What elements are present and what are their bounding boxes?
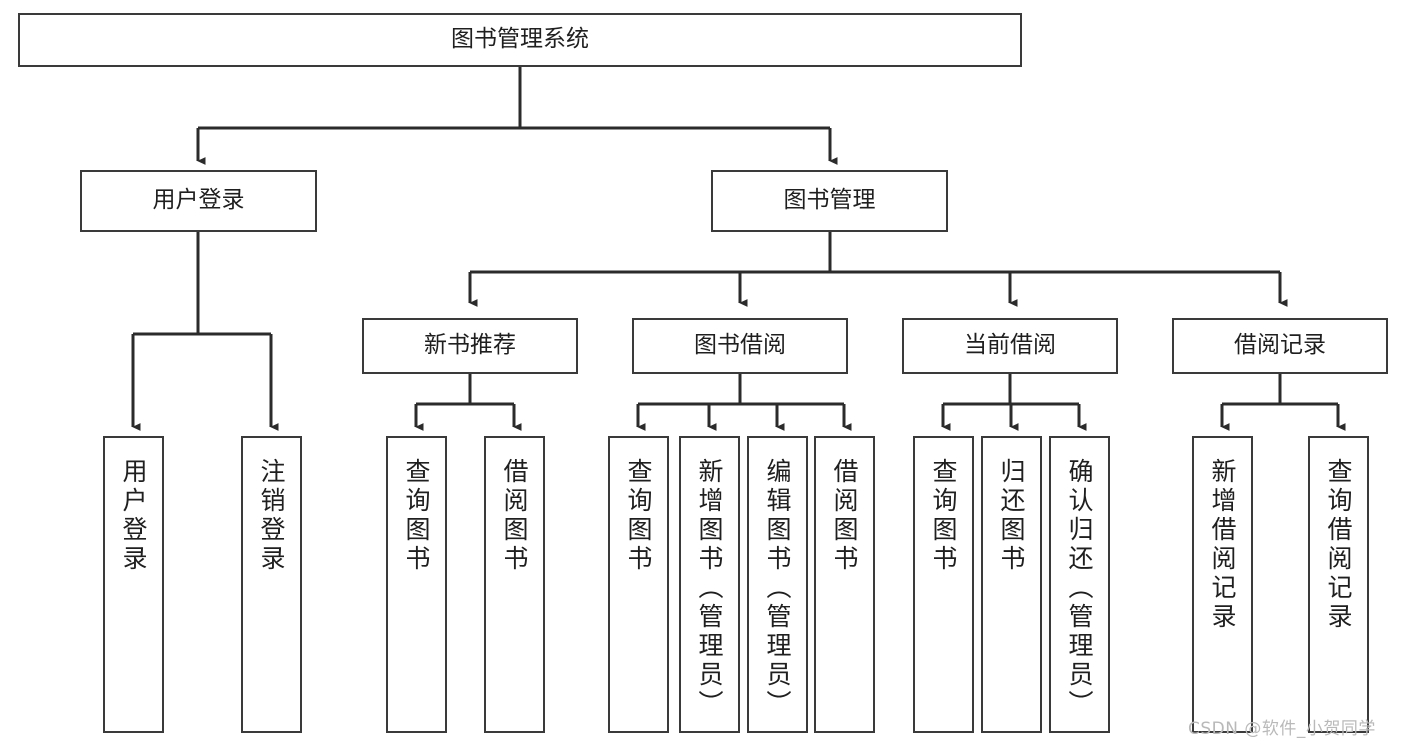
node-label: 查询图书 (402, 458, 431, 574)
node-label: 新增图书（管理员） (695, 458, 724, 719)
node-label: 图书借阅 (694, 332, 786, 359)
node-user-login[interactable]: 用户登录 (80, 170, 317, 232)
node-label: 借阅图书 (500, 458, 529, 574)
node-label: 新增借阅记录 (1208, 458, 1237, 632)
node-label: 查询借阅记录 (1324, 458, 1353, 632)
node-label: 确认归还（管理员） (1065, 458, 1094, 719)
node-root-system[interactable]: 图书管理系统 (18, 13, 1022, 67)
leaf-recommend-borrow-book[interactable]: 借阅图书 (484, 436, 545, 733)
leaf-borrow-borrow-book[interactable]: 借阅图书 (814, 436, 875, 733)
leaf-user-login-logout[interactable]: 注销登录 (241, 436, 302, 733)
leaf-user-login-login[interactable]: 用户登录 (103, 436, 164, 733)
node-label: 借阅记录 (1234, 332, 1326, 359)
node-label: 用户登录 (119, 458, 148, 574)
node-book-borrow[interactable]: 图书借阅 (632, 318, 848, 374)
leaf-current-return-book[interactable]: 归还图书 (981, 436, 1042, 733)
leaf-borrow-edit-book-admin[interactable]: 编辑图书（管理员） (747, 436, 808, 733)
node-label: 新书推荐 (424, 332, 516, 359)
node-label: 用户登录 (152, 187, 245, 214)
node-label: 借阅图书 (830, 458, 859, 574)
leaf-recommend-query-book[interactable]: 查询图书 (386, 436, 447, 733)
leaf-borrow-query-book[interactable]: 查询图书 (608, 436, 669, 733)
node-label: 归还图书 (997, 458, 1026, 574)
node-borrow-record[interactable]: 借阅记录 (1172, 318, 1388, 374)
node-label: 编辑图书（管理员） (763, 458, 792, 719)
node-label: 查询图书 (624, 458, 653, 574)
leaf-borrow-add-book-admin[interactable]: 新增图书（管理员） (679, 436, 740, 733)
node-label: 查询图书 (929, 458, 958, 574)
node-label: 图书管理系统 (451, 26, 589, 53)
leaf-current-confirm-return-admin[interactable]: 确认归还（管理员） (1049, 436, 1110, 733)
watermark-text: CSDN @软件_小贺同学 (1188, 719, 1376, 739)
node-label: 当前借阅 (964, 332, 1056, 359)
node-new-book-recommend[interactable]: 新书推荐 (362, 318, 578, 374)
leaf-record-query-record[interactable]: 查询借阅记录 (1308, 436, 1369, 733)
node-book-management[interactable]: 图书管理 (711, 170, 948, 232)
node-current-borrow[interactable]: 当前借阅 (902, 318, 1118, 374)
node-label: 注销登录 (257, 458, 286, 574)
leaf-record-add-record[interactable]: 新增借阅记录 (1192, 436, 1253, 733)
leaf-current-query-book[interactable]: 查询图书 (913, 436, 974, 733)
node-label: 图书管理 (783, 187, 876, 214)
